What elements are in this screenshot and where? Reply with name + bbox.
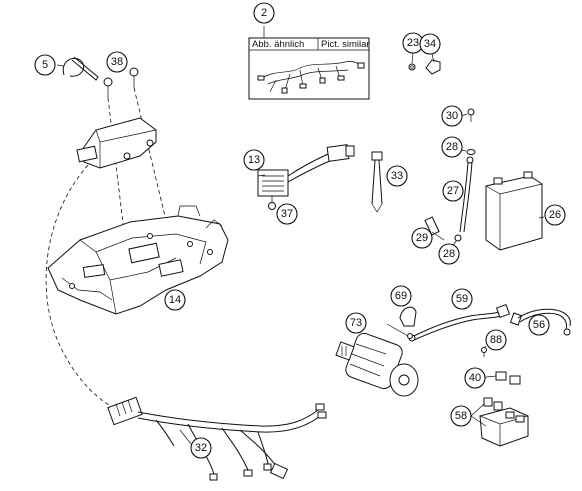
screw-88 <box>481 347 487 357</box>
callout-33: 33 <box>386 165 408 187</box>
relay-holder <box>371 151 383 213</box>
callout-28-bottom-label: 28 <box>443 248 455 260</box>
callout-58-label: 58 <box>455 410 467 422</box>
callout-34: 34 <box>419 33 441 55</box>
callout-38-label: 38 <box>111 56 123 68</box>
callout-28-top: 28 <box>441 136 463 158</box>
callout-14-label: 14 <box>169 294 181 306</box>
callout-23: 23 <box>402 32 424 54</box>
callout-69: 69 <box>390 285 412 307</box>
callout-28-bottom: 28 <box>438 243 460 265</box>
callout-34-label: 34 <box>424 38 436 50</box>
callout-5-label: 5 <box>42 59 48 71</box>
callout-2: 2 <box>253 2 275 24</box>
starter-cable-59 <box>408 303 511 342</box>
washer-28-top <box>466 149 476 155</box>
callout-73: 73 <box>345 312 367 334</box>
wiring-harness-inset: Abb. ähnlich Pict. similar <box>248 26 370 100</box>
callout-13: 13 <box>243 149 265 171</box>
callout-37-label: 37 <box>281 208 293 220</box>
battery-cable-27 <box>459 156 474 233</box>
voltage-regulator <box>257 144 355 203</box>
screw-30 <box>467 108 475 122</box>
electronics-tray <box>47 205 229 315</box>
callout-27: 27 <box>442 180 464 202</box>
callout-59-label: 59 <box>456 293 468 305</box>
callout-26-label: 26 <box>549 209 561 221</box>
caps-40 <box>495 371 521 385</box>
nut-73 <box>407 333 413 339</box>
callout-59: 59 <box>451 288 473 310</box>
callout-30-label: 30 <box>446 110 458 122</box>
callout-56-label: 56 <box>533 319 545 331</box>
callout-58: 58 <box>450 405 472 427</box>
cable-holder-34 <box>425 59 441 75</box>
callout-38: 38 <box>106 51 128 73</box>
leader-lines <box>56 52 545 427</box>
rubber-cap-69 <box>399 306 417 327</box>
main-wiring-harness <box>107 396 327 481</box>
callout-32: 32 <box>190 437 212 459</box>
callout-37: 37 <box>276 203 298 225</box>
callout-2-label: 2 <box>261 7 267 19</box>
callout-28-top-label: 28 <box>446 141 458 153</box>
callout-88-label: 88 <box>490 334 502 346</box>
washer-28-bottom <box>454 234 462 242</box>
callout-40: 40 <box>464 367 486 389</box>
callout-29-label: 29 <box>416 232 428 244</box>
inset-label-right: Pict. similar <box>321 39 370 50</box>
callout-29: 29 <box>411 227 433 249</box>
callout-13-label: 13 <box>248 154 260 166</box>
starter-motor <box>335 332 419 397</box>
cable-tie <box>62 56 99 81</box>
callout-40-label: 40 <box>469 372 481 384</box>
callout-26: 26 <box>544 204 566 226</box>
callout-88: 88 <box>485 329 507 351</box>
callout-5: 5 <box>34 54 56 76</box>
callout-69-label: 69 <box>395 290 407 302</box>
battery <box>485 171 543 251</box>
callout-30: 30 <box>441 105 463 127</box>
cable-56 <box>509 308 571 336</box>
screw-29 <box>424 216 440 236</box>
small-nut-23 <box>408 63 416 71</box>
starter-relay-58 <box>479 397 529 447</box>
control-unit <box>76 117 157 169</box>
callout-23-label: 23 <box>407 37 419 49</box>
inset-label-left: Abb. ähnlich <box>252 39 304 50</box>
callout-73-label: 73 <box>350 317 362 329</box>
nut-37 <box>268 202 276 210</box>
callout-33-label: 33 <box>391 170 403 182</box>
callout-14: 14 <box>164 289 186 311</box>
callout-32-label: 32 <box>195 442 207 454</box>
callout-56: 56 <box>528 314 550 336</box>
callout-27-label: 27 <box>447 185 459 197</box>
